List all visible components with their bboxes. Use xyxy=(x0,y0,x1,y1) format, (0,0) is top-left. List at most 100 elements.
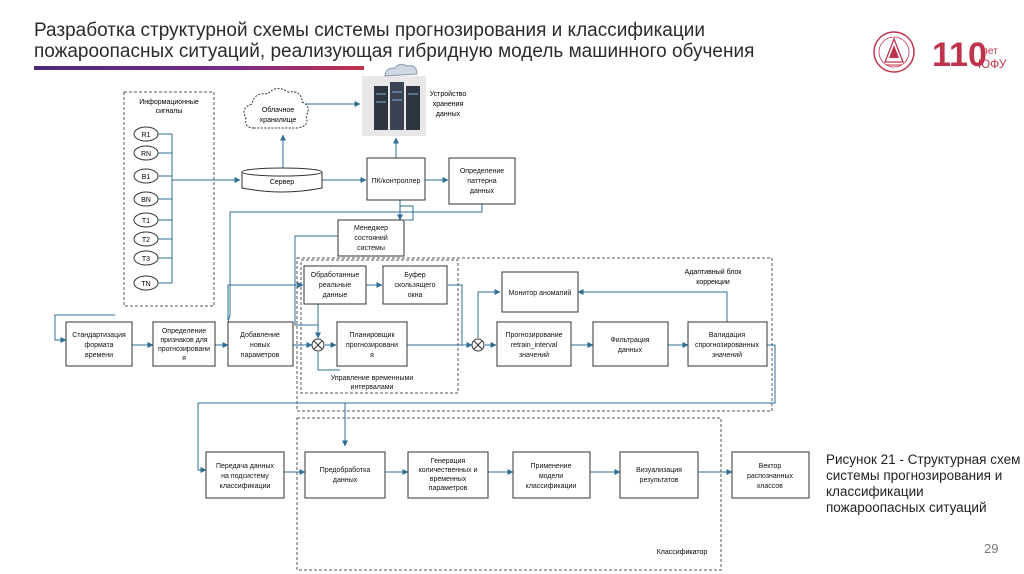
slide-title: Разработка структурной схемы системы про… xyxy=(34,20,814,62)
block-label-text: распознанных xyxy=(747,473,794,480)
cloud-mini-icon xyxy=(384,63,418,77)
title-accent-bar xyxy=(34,66,364,70)
block-label-text: Обработанные xyxy=(311,271,360,279)
cloud-storage: Облачное хранилище xyxy=(243,88,309,129)
validation-block xyxy=(687,321,768,367)
block-label-text: данных xyxy=(618,347,643,354)
features-block xyxy=(152,321,216,367)
block-label-text: интервалами xyxy=(351,384,394,391)
add-params-block xyxy=(227,321,294,367)
signals-group-label-1: Информационные xyxy=(139,99,199,106)
block-label-text: реальные xyxy=(319,282,351,289)
signal-label: BN xyxy=(141,197,151,204)
block-label-text: модели xyxy=(539,473,563,480)
block-label-text: Генерация xyxy=(431,458,466,465)
visualize-block xyxy=(619,451,699,499)
block-label-text: значений xyxy=(712,351,742,359)
block-label-text: Передача данных xyxy=(216,463,275,470)
block-label-text: классов xyxy=(757,483,783,490)
page-number: 29 xyxy=(984,541,999,556)
adaptive-group-label-2: коррекции xyxy=(696,279,730,286)
classifier-group-label: Классификатор xyxy=(657,549,708,556)
block-label-text: системы xyxy=(357,245,385,252)
filter-block xyxy=(592,321,669,367)
block-label-text: спрогнозированных xyxy=(695,342,760,349)
signal-label: T2 xyxy=(142,237,150,244)
figure-caption: Рисунок 21 - Структурная схем системы пр… xyxy=(826,452,1024,516)
block-label-text: времени xyxy=(85,352,113,359)
block-label-text: Определение xyxy=(460,168,504,175)
block-label-text: окна xyxy=(408,292,423,299)
server-rack-icon xyxy=(374,86,388,130)
block-label-text: Планировщик xyxy=(349,332,395,339)
block-label-text: параметров xyxy=(429,485,468,492)
block-label-text: Предобработка xyxy=(320,466,371,474)
block-label-text: значений xyxy=(519,351,549,359)
block-label-text: хранения xyxy=(433,101,464,108)
signal-label: R1 xyxy=(142,132,151,139)
caption-line-2: системы прогнозирования и xyxy=(826,468,1003,483)
block-label-text: Визуализация xyxy=(636,467,682,474)
block-label-text: формата xyxy=(84,342,113,349)
caption-line-4: пожароопасных ситуаций xyxy=(826,500,987,515)
vector-block xyxy=(731,451,810,499)
university-emblem-icon xyxy=(873,31,915,73)
block-label-text: Монитор аномалий xyxy=(509,289,572,297)
block-label-text: я xyxy=(370,352,374,359)
signal-label: RN xyxy=(141,151,151,158)
signal-label: B1 xyxy=(142,174,151,181)
block-label-text: результатов xyxy=(640,477,679,484)
block-label-text: скользящего xyxy=(395,282,436,289)
scheduler-block xyxy=(336,321,408,367)
block-label-text: Добавление xyxy=(240,331,280,339)
block-label-text: Сервер xyxy=(270,179,294,186)
apply-model-block xyxy=(512,451,591,499)
block-labels: ПК/контроллер Определение паттерна данны… xyxy=(72,168,793,492)
anomaly-monitor-block xyxy=(501,271,579,313)
adaptive-group-label-1: Адаптивный блок xyxy=(685,268,743,276)
block-label-text: данных xyxy=(436,111,461,118)
server-rack-icon xyxy=(390,82,404,130)
caption-line-1: Рисунок 21 - Структурная схем xyxy=(826,452,1021,467)
standardize-block xyxy=(65,321,133,367)
connectors xyxy=(54,101,776,475)
signals-group xyxy=(123,91,215,307)
block-label-text: Облачное xyxy=(262,106,294,114)
pc-controller-block xyxy=(366,157,426,201)
preprocess-block xyxy=(304,451,386,499)
block-label-text: retrain_interval xyxy=(511,342,558,349)
block-label-text: Буфер xyxy=(404,272,426,279)
slide-title-line-1: Разработка структурной схемы системы про… xyxy=(34,20,705,41)
block-label-text: классификации xyxy=(220,483,271,490)
block-label-text: прогнозировани xyxy=(346,342,398,349)
block-label-text: ПК/контроллер xyxy=(372,178,421,185)
blocks xyxy=(65,157,810,499)
block-label-text: данных xyxy=(333,477,358,484)
block-label-text: Применение xyxy=(531,463,572,470)
forecast-block xyxy=(496,321,572,367)
logo-number: 110 xyxy=(932,36,987,74)
signal-label: TN xyxy=(141,281,150,288)
processed-data-block xyxy=(303,265,367,305)
logo-sub-2: ЮФУ xyxy=(978,57,1007,71)
block-label-text: Стандартизация xyxy=(72,332,126,339)
adaptive-group xyxy=(296,257,773,412)
storage-device: Устройство хранения данных xyxy=(362,63,467,136)
anniversary-logo: 110 лет ЮФУ xyxy=(932,36,1007,74)
block-label-text: паттерна xyxy=(467,178,497,185)
block-label-text: хранилище xyxy=(260,117,297,124)
pattern-block xyxy=(448,157,516,205)
block-label-text: Вектор xyxy=(759,463,782,470)
sum-nodes xyxy=(311,338,485,352)
block-label-text: Фильтрация xyxy=(610,337,649,344)
block-label-text: данные xyxy=(323,292,348,299)
signals-group-label-2: сигналы xyxy=(156,108,183,115)
block-label-text: прогнозировани xyxy=(158,346,210,353)
block-label-text: Устройство xyxy=(430,90,467,98)
block-label-text: я xyxy=(182,355,186,362)
logo-sub-1: лет xyxy=(982,46,998,57)
transfer-block xyxy=(205,451,285,499)
signal-label: T3 xyxy=(142,256,150,263)
server-rack-icon xyxy=(406,86,420,130)
block-label-text: параметров xyxy=(241,352,280,359)
